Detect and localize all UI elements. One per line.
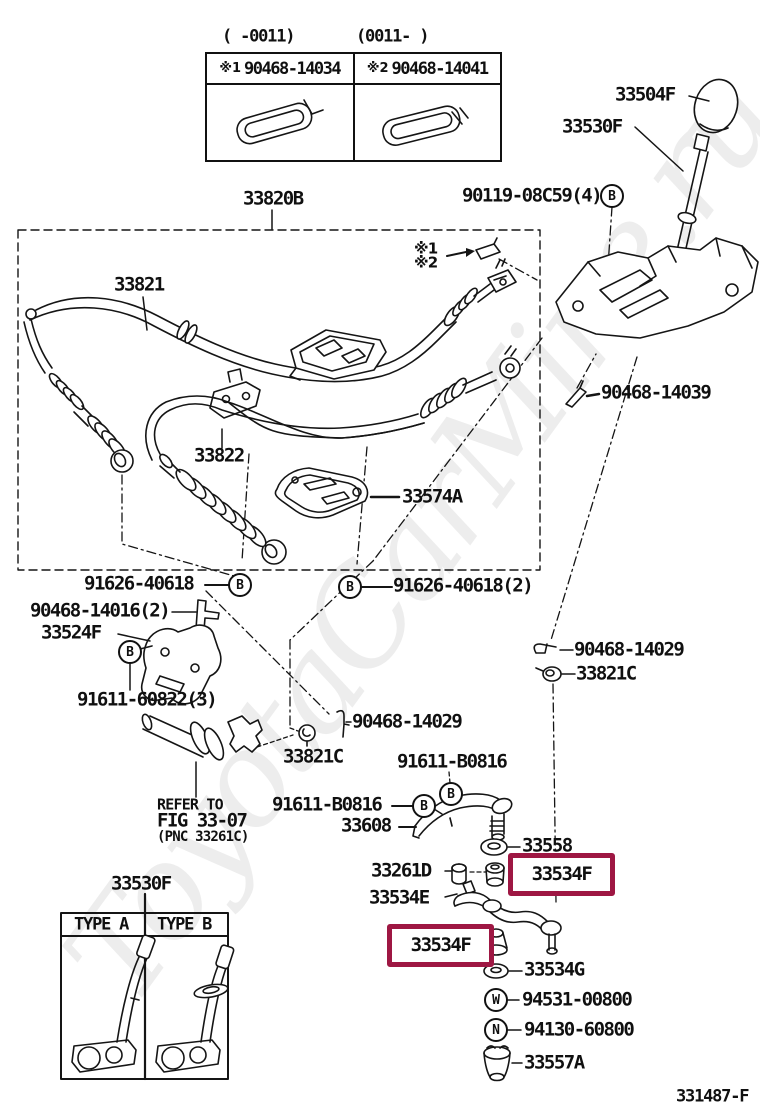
- note-marker-2: ※2: [414, 253, 438, 272]
- callout-clamp-right: 91626-40618(2): [393, 574, 534, 597]
- applicability-table: ※1 90468-14034 ※2 90468-14041: [205, 52, 502, 162]
- grommet-mid-icon: [298, 724, 316, 747]
- fastener-badge-b-91626-left: B: [228, 573, 252, 597]
- part-number: 90468-14034: [244, 58, 342, 79]
- applicability-cell-late: ※2 90468-14041: [354, 54, 500, 160]
- type-b-lever-drawing: [155, 944, 235, 1073]
- control-shaft-end-drawing: [141, 713, 263, 761]
- applicability-cell-early: ※1 90468-14034: [207, 54, 355, 160]
- fastener-badge-w-94531: W: [484, 988, 508, 1012]
- plate-drawing: [274, 467, 369, 519]
- fastener-badge-n-94130: N: [484, 1018, 508, 1042]
- highlighted-part-number: 33534F: [531, 863, 593, 885]
- clip-14039-icon: [565, 380, 587, 408]
- highlight-box-33534f-lower: 33534F: [387, 924, 494, 967]
- solid-leader-lines: [117, 95, 710, 1064]
- highlight-box-33534f-upper: 33534F: [508, 853, 615, 896]
- assembly-boundary-box: [17, 229, 541, 571]
- callout-assembly-33820b: 33820B: [243, 187, 304, 210]
- callout-clip-14029-mid: 90468-14029: [352, 710, 463, 733]
- applicability-range-early: ( -0011): [222, 26, 295, 47]
- callout-grommet-right: 33821C: [576, 662, 637, 685]
- callout-cable-33822: 33822: [194, 444, 245, 467]
- callout-bracket-33524f: 33524F: [41, 621, 102, 644]
- cup-33557a-icon: [483, 1045, 511, 1082]
- applicability-range-late: (0011- ): [356, 26, 429, 47]
- part-number: 90468-14041: [391, 58, 490, 79]
- note-marker-1: ※1: [414, 239, 438, 258]
- callout-bolt-60822: 91611-60822(3): [77, 688, 218, 711]
- callout-knob-33504f: 33504F: [615, 83, 676, 106]
- type-a-header: TYPE A: [74, 914, 129, 935]
- fastener-badge-b-b0816-lower: B: [412, 794, 436, 818]
- grommet-right-icon: [535, 666, 562, 682]
- callout-bolt-90119: 90119-08C59(4): [462, 184, 603, 207]
- callout-washer-94531: 94531-00800: [522, 988, 633, 1011]
- note-refer-line2: FIG 33-07: [157, 809, 248, 832]
- callout-plate-33574a: 33574A: [402, 485, 463, 508]
- washer-33558-icon: [480, 838, 508, 856]
- shift-link-drawing: [453, 880, 562, 955]
- retainer-clip-late: [382, 105, 469, 146]
- clip-14029-mid-icon: [336, 709, 350, 738]
- callout-bushing-33534e: 33534E: [369, 886, 430, 909]
- note-refer-line1: REFER TO: [157, 795, 224, 814]
- callout-lever-33530f: 33530F: [562, 115, 623, 138]
- note-refer-line3: (PNC 33261C): [157, 829, 249, 845]
- retainer-clip-early: [236, 99, 324, 145]
- callout-clip-14016: 90468-14016(2): [30, 599, 171, 622]
- type-b-header: TYPE B: [157, 914, 212, 935]
- callout-nut-94130: 94130-60800: [524, 1018, 635, 1041]
- callout-bolt-b0816-lower: 91611-B0816: [272, 793, 383, 816]
- reference-marker-2: ※2: [366, 61, 389, 76]
- highlighted-part-number: 33534F: [410, 934, 472, 956]
- clip-14029-right-icon: [533, 643, 557, 654]
- shift-lever-assembly-drawing: [555, 78, 759, 339]
- bushing-33261d-icon: [451, 863, 467, 885]
- bracket-33524f-drawing: [139, 624, 222, 705]
- callout-bushing-33261d: 33261D: [371, 859, 432, 882]
- fastener-badge-b-91626-right: B: [338, 575, 362, 599]
- shift-cable-drawing: [23, 258, 517, 473]
- reference-clip-icon: [446, 237, 501, 260]
- callout-washer-33534g: 33534G: [524, 958, 585, 981]
- fastener-badge-b-33524: B: [118, 640, 142, 664]
- callout-clip-14029-right: 90468-14029: [574, 638, 685, 661]
- callout-bolt-b0816-upper: 91611-B0816: [397, 750, 508, 773]
- callout-washer-33558: 33558: [522, 834, 573, 857]
- bushing-33534f-upper-icon: [485, 862, 505, 887]
- callout-lever-33530f-bottom: 33530F: [111, 872, 172, 895]
- type-panel-drawing: [60, 892, 235, 1081]
- callout-clip-14039: 90468-14039: [601, 381, 712, 404]
- fastener-badge-b-b0816-upper: B: [439, 782, 463, 806]
- washer-33534g-icon: [483, 963, 509, 979]
- callout-clamp-left: 91626-40618: [84, 572, 195, 595]
- select-cable-drawing: [145, 345, 521, 565]
- callout-cup-33557a: 33557A: [524, 1051, 585, 1074]
- figure-code: 331487-F: [676, 1086, 749, 1107]
- reference-marker-1: ※1: [219, 61, 242, 76]
- fastener-badge-b-90119: B: [600, 184, 624, 208]
- callout-arm-33608: 33608: [341, 814, 392, 837]
- callout-cable-33821: 33821: [114, 273, 165, 296]
- type-a-lever-drawing: [71, 934, 156, 1073]
- callout-grommet-mid: 33821C: [283, 745, 344, 768]
